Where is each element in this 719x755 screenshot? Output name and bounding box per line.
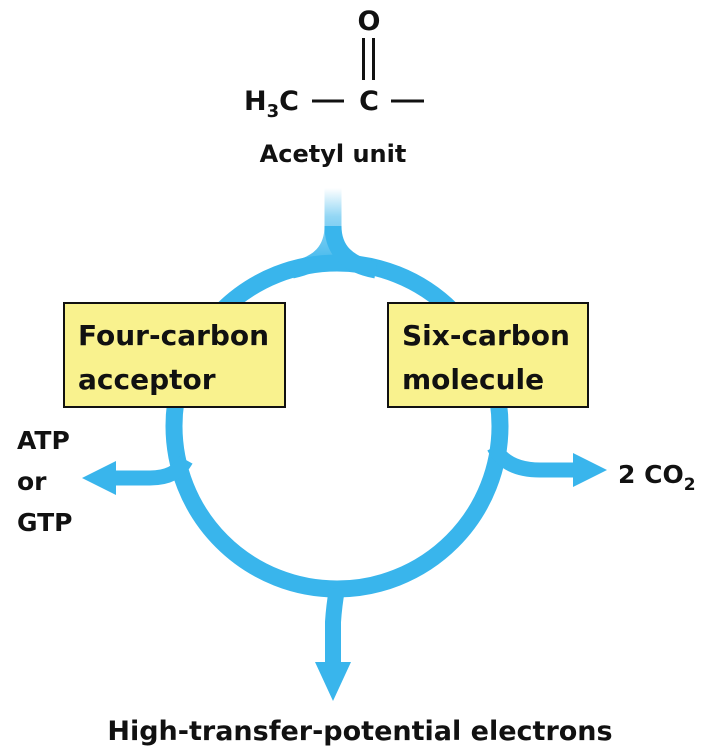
co2-output-stream (487, 443, 576, 478)
acetyl-structure: O H3C C Acetyl unit (244, 6, 424, 168)
electrons-output-stream (325, 587, 345, 668)
atp-gtp-label: ATP or GTP (17, 426, 72, 537)
methyl-group: H3C (244, 86, 299, 122)
four-carbon-acceptor-box: Four-carbon acceptor (63, 302, 286, 408)
atp-arrowhead (82, 461, 116, 495)
four-carbon-line1: Four-carbon (78, 319, 269, 352)
cycle (112, 188, 576, 668)
atp-label-line1: ATP (17, 426, 70, 455)
six-carbon-molecule-box: Six-carbon molecule (387, 302, 589, 408)
six-carbon-box-rect (387, 302, 589, 408)
acetyl-oxygen: O (358, 6, 381, 37)
four-carbon-box-rect (63, 302, 286, 408)
four-carbon-line2: acceptor (78, 363, 216, 396)
atp-output-stream (112, 455, 193, 486)
atp-label-line3: GTP (17, 508, 72, 537)
methyl-c: C (279, 86, 299, 117)
atp-label-line2: or (17, 467, 47, 496)
methyl-h: H (244, 86, 267, 117)
electrons-label: High-transfer-potential electrons (107, 716, 612, 747)
co2-subscript: 2 (684, 475, 696, 495)
methyl-subscript: 3 (267, 101, 280, 122)
carbonyl-carbon: C (359, 86, 379, 117)
acetyl-input-merge (324, 225, 378, 279)
electrons-arrowhead (315, 662, 351, 701)
acetyl-unit-label: Acetyl unit (260, 140, 407, 168)
six-carbon-line1: Six-carbon (402, 319, 570, 352)
co2-prefix: 2 CO (618, 460, 684, 489)
co2-arrowhead (573, 453, 607, 487)
six-carbon-line2: molecule (402, 363, 544, 396)
co2-label: 2 CO2 (618, 460, 696, 495)
